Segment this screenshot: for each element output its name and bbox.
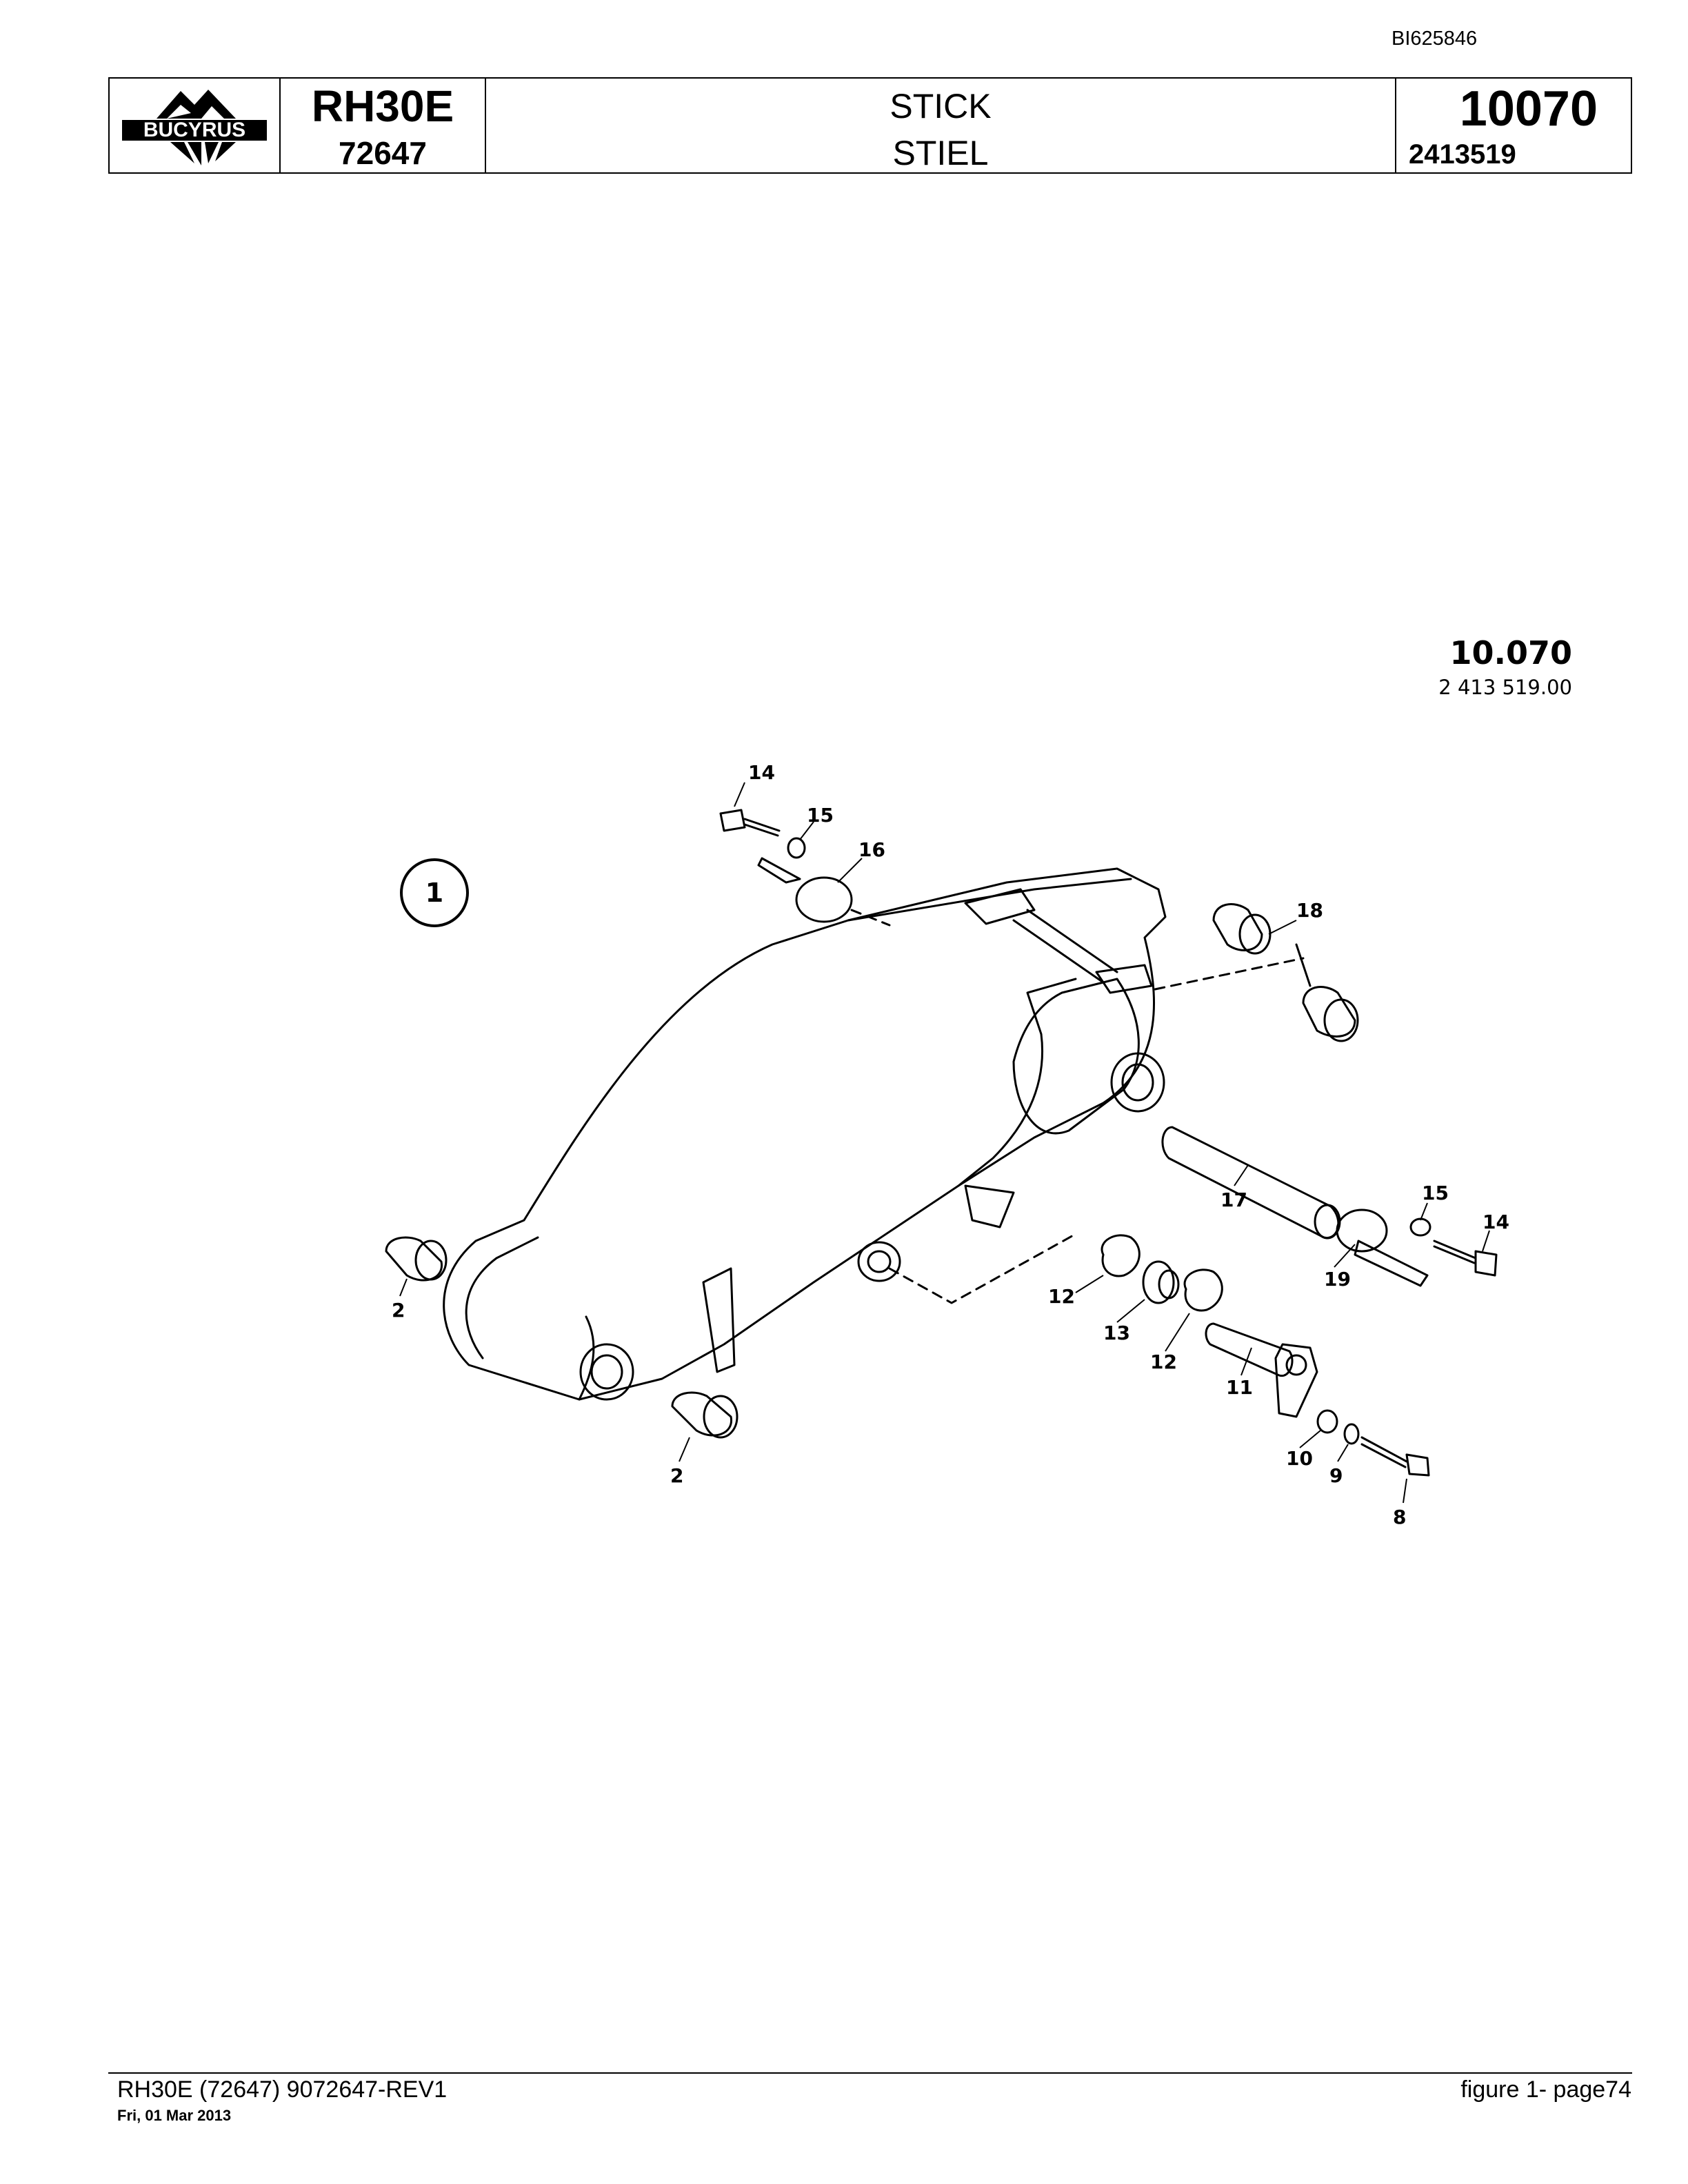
bolt-8 xyxy=(1405,1453,1430,1477)
callout-8: 8 xyxy=(1393,1506,1406,1528)
document-id: BI625846 xyxy=(1391,28,1478,50)
title-german: STIEL xyxy=(892,134,989,172)
callout-12-right: 12 xyxy=(1150,1351,1177,1373)
callout-18: 18 xyxy=(1296,899,1323,922)
footer-page-ref: figure 1- page74 xyxy=(1460,2076,1631,2103)
figure-code: 10.070 xyxy=(1449,634,1572,671)
callout-14-right: 14 xyxy=(1483,1211,1509,1233)
title-english: STICK xyxy=(890,87,992,125)
callout-13: 13 xyxy=(1103,1322,1130,1344)
lock-washer-9 xyxy=(1343,1423,1360,1445)
callout-17: 17 xyxy=(1220,1189,1247,1211)
washer-10 xyxy=(1316,1409,1338,1434)
model-number: 72647 xyxy=(339,135,427,171)
bushing-13 xyxy=(1142,1260,1175,1304)
bolt-14-right xyxy=(1474,1250,1498,1277)
ring-12-right xyxy=(1183,1268,1223,1312)
figure-number: 1 xyxy=(425,878,443,908)
part-group: 10070 xyxy=(1459,81,1598,136)
part-cell: 10070 2413519 xyxy=(1396,79,1631,172)
callout-12-left: 12 xyxy=(1048,1285,1075,1308)
exploded-parts-diagram: 1 14 15 16 18 17 15 14 19 2 2 12 13 12 1… xyxy=(385,761,1509,1528)
callout-16: 16 xyxy=(858,838,885,861)
footer-document-ref: RH30E (72647) 9072647-REV1 xyxy=(117,2076,448,2103)
title-block: BUCYRUS RH30E 72647 STICK STIEL 10070 24… xyxy=(108,77,1632,174)
callout-14-top: 14 xyxy=(748,761,775,784)
washer-15-right xyxy=(1409,1217,1431,1237)
bushing-18-top xyxy=(1212,903,1263,951)
logo-text: BUCYRUS xyxy=(143,119,245,141)
figure-code-sub: 2 413 519.00 xyxy=(1438,676,1572,699)
callout-2-left: 2 xyxy=(392,1299,405,1322)
model-name: RH30E xyxy=(311,81,454,131)
bushing-2-left xyxy=(385,1236,443,1282)
figure-number-circle xyxy=(400,858,469,927)
bucyrus-logo: BUCYRUS xyxy=(122,90,267,165)
callout-15-top: 15 xyxy=(807,804,834,827)
title-cell: STICK STIEL xyxy=(486,79,1396,172)
callout-11: 11 xyxy=(1226,1376,1253,1399)
pin-17 xyxy=(1161,1126,1340,1239)
model-cell: RH30E 72647 xyxy=(281,79,486,172)
stick-body xyxy=(443,867,1167,1401)
callout-19: 19 xyxy=(1324,1268,1351,1291)
washer-15-top xyxy=(787,837,806,859)
ring-12-left xyxy=(1101,1234,1141,1277)
callout-2-bottom: 2 xyxy=(670,1464,683,1487)
bolt-14-top xyxy=(719,809,746,832)
plate-19 xyxy=(1336,1209,1388,1253)
bushing-2-bottom xyxy=(671,1391,732,1437)
callout-9: 9 xyxy=(1329,1464,1343,1487)
cover-plate-16 xyxy=(795,876,853,923)
callout-10: 10 xyxy=(1286,1447,1313,1470)
logo-cell: BUCYRUS xyxy=(110,79,281,172)
footer-date: Fri, 01 Mar 2013 xyxy=(117,2107,232,2124)
pin-11 xyxy=(1205,1322,1294,1377)
bushing-18-bottom xyxy=(1302,986,1356,1038)
footer-rule xyxy=(108,2072,1632,2074)
part-number: 2413519 xyxy=(1409,139,1516,170)
callout-15-right: 15 xyxy=(1422,1182,1449,1204)
